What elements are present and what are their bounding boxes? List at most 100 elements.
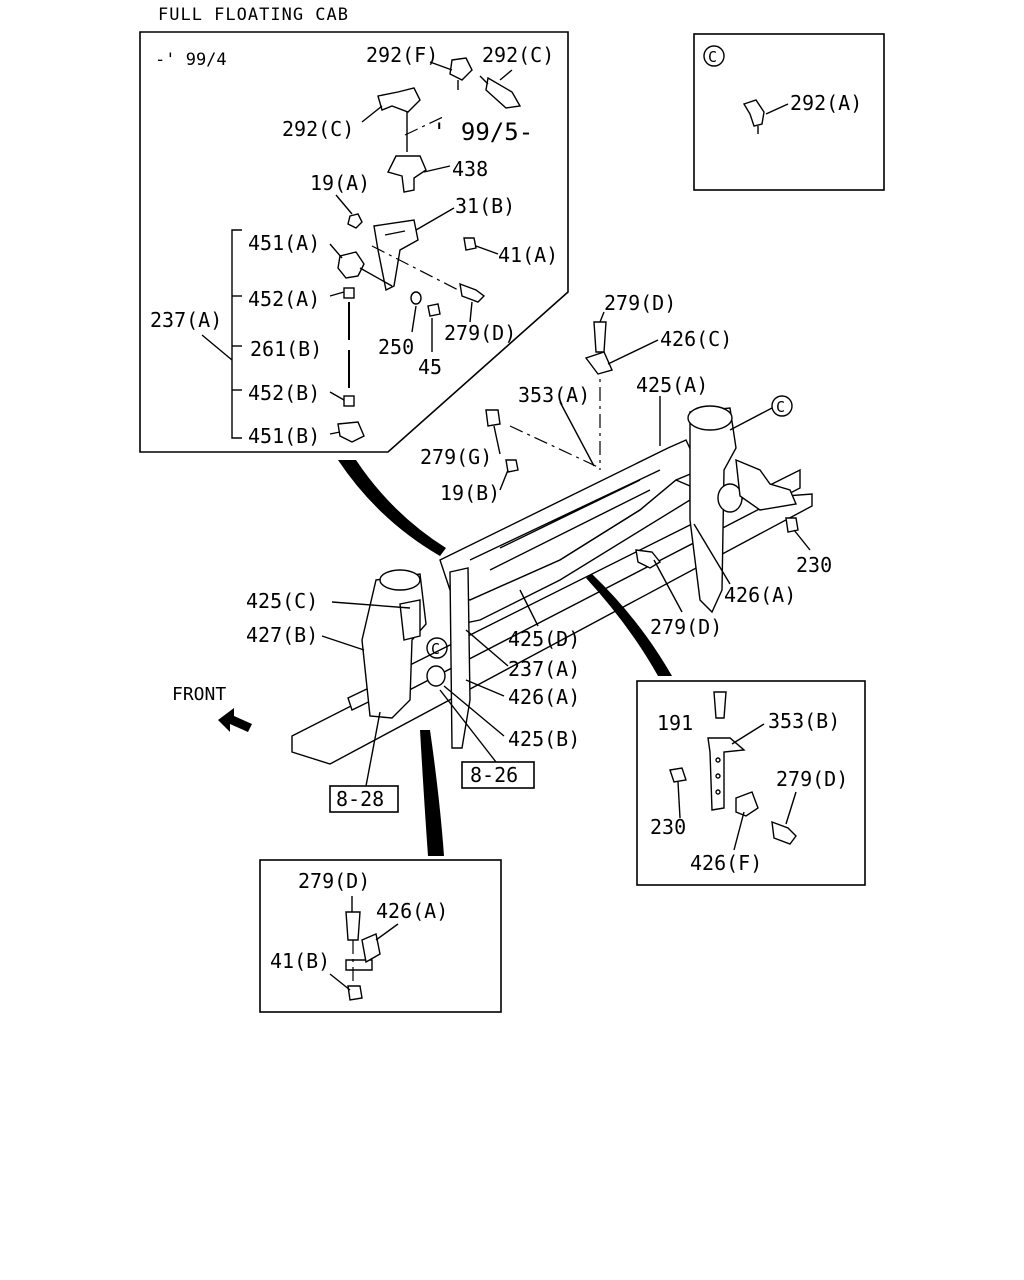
detail-d: 279(D) 426(A) 41(B) xyxy=(259,859,502,1013)
bolt-279g xyxy=(485,409,501,427)
label-426a-main: 426(A) xyxy=(508,685,580,709)
label-230-main: 230 xyxy=(796,553,832,577)
date-divider xyxy=(404,115,446,136)
clip-426a-d xyxy=(361,933,381,964)
main-view: C C FRONT 279(D) 426(C) 425(A) 353(A) 27… xyxy=(172,291,832,856)
fitting-292f xyxy=(449,57,473,90)
elbow-292c xyxy=(377,87,421,113)
label-279d-top: 279(D) xyxy=(604,291,676,315)
tee-438 xyxy=(386,155,427,193)
bracket-vertical xyxy=(449,567,471,749)
label-292a: 292(A) xyxy=(790,91,862,115)
pointer-detail-b xyxy=(586,574,672,676)
nut-230-detail xyxy=(669,767,687,783)
hose-assembly-237a xyxy=(337,251,393,443)
label-452a: 452(A) xyxy=(248,287,320,311)
label-426a-d: 426(A) xyxy=(376,899,448,923)
label-452b: 452(B) xyxy=(248,381,320,405)
label-425c: 425(C) xyxy=(246,589,318,613)
label-279d-b: 279(D) xyxy=(776,767,848,791)
ref-box-8-26[interactable] xyxy=(461,761,535,789)
label-426a-right: 426(A) xyxy=(724,583,796,607)
label-427b: 427(B) xyxy=(246,623,318,647)
label-425d: 425(D) xyxy=(508,627,580,651)
nut-19a xyxy=(347,213,363,229)
label-19a: 19(A) xyxy=(310,171,370,195)
grommet-425b xyxy=(426,665,446,687)
detail-c: C 292(A) xyxy=(693,33,885,191)
label-425b: 425(B) xyxy=(508,727,580,751)
label-353a: 353(A) xyxy=(518,383,590,407)
label-451a: 451(A) xyxy=(248,231,320,255)
detail-a-frame xyxy=(139,31,569,453)
bracket-31b xyxy=(373,219,419,292)
clip-426c xyxy=(584,351,613,375)
bolt-279d-d xyxy=(345,911,361,941)
bolt-279d-top xyxy=(593,321,607,353)
label-279d-detail: 279(D) xyxy=(444,321,516,345)
detail-a: -' 99/4 ' 99/5- xyxy=(139,31,569,453)
label-191: 191 xyxy=(657,711,693,735)
ref-box-8-28[interactable] xyxy=(329,785,399,813)
nut-230 xyxy=(785,517,799,533)
detail-b-frame xyxy=(636,680,866,886)
group-bracket xyxy=(231,229,242,439)
date-before-label: -' 99/4 xyxy=(155,50,227,70)
bolt-279d-b xyxy=(771,820,797,845)
label-237a-detail: 237(A) xyxy=(150,308,222,332)
ref-8-28[interactable]: 8-28 xyxy=(336,787,384,811)
bolt-279d-right xyxy=(635,549,662,569)
clip-426f xyxy=(735,791,759,817)
front-arrow-icon xyxy=(218,708,252,732)
label-451b: 451(B) xyxy=(248,424,320,448)
label-230-b: 230 xyxy=(650,815,686,839)
marker-c-right: C xyxy=(776,398,785,416)
fitting-292c-top xyxy=(479,75,522,109)
svg-text:C: C xyxy=(708,48,717,66)
detail-c-marker xyxy=(703,45,725,67)
pointer-detail-d xyxy=(420,730,444,856)
label-237a-main: 237(A) xyxy=(508,657,580,681)
label-426c: 426(C) xyxy=(660,327,732,351)
bolt-279d-detail xyxy=(459,282,486,303)
washer-250 xyxy=(410,291,422,305)
label-250: 250 xyxy=(378,335,414,359)
label-292f: 292(F) xyxy=(366,43,438,67)
bolt-191 xyxy=(713,691,727,719)
label-279d-right: 279(D) xyxy=(650,615,722,639)
pointer-detail-a xyxy=(338,460,446,556)
label-261b: 261(B) xyxy=(250,337,322,361)
nut-41b xyxy=(347,985,363,1001)
nut-41a xyxy=(463,237,477,251)
mount-right-hole xyxy=(717,483,743,513)
label-41b: 41(B) xyxy=(270,949,330,973)
label-31b: 31(B) xyxy=(455,194,515,218)
label-353b: 353(B) xyxy=(768,709,840,733)
detail-d-frame xyxy=(259,859,502,1013)
marker-c-left: C xyxy=(431,640,440,658)
bolt-axis xyxy=(371,245,471,297)
detail-c-frame xyxy=(693,33,885,191)
detail-b: 191 353(B) 279(D) 230 426(F) xyxy=(636,680,866,886)
date-after-label: ' 99/5- xyxy=(432,118,533,146)
label-19b: 19(B) xyxy=(440,481,500,505)
label-292c-left: 292(C) xyxy=(282,117,354,141)
mount-left-top xyxy=(379,569,421,591)
front-label: FRONT xyxy=(172,684,226,705)
elbow-292a xyxy=(742,99,765,134)
label-279g: 279(G) xyxy=(420,445,492,469)
diagram-title: FULL FLOATING CAB xyxy=(158,5,349,25)
label-279d-d: 279(D) xyxy=(298,869,370,893)
label-45: 45 xyxy=(418,355,442,379)
mount-right xyxy=(689,407,737,614)
label-438: 438 xyxy=(452,157,488,181)
nut-45 xyxy=(427,303,441,317)
mount-right-side xyxy=(735,458,797,511)
label-292c-top: 292(C) xyxy=(482,43,554,67)
label-425a: 425(A) xyxy=(636,373,708,397)
label-426f: 426(F) xyxy=(690,851,762,875)
ref-8-26[interactable]: 8-26 xyxy=(470,763,518,787)
mount-right-top xyxy=(687,405,733,431)
nut-19b xyxy=(505,459,519,473)
